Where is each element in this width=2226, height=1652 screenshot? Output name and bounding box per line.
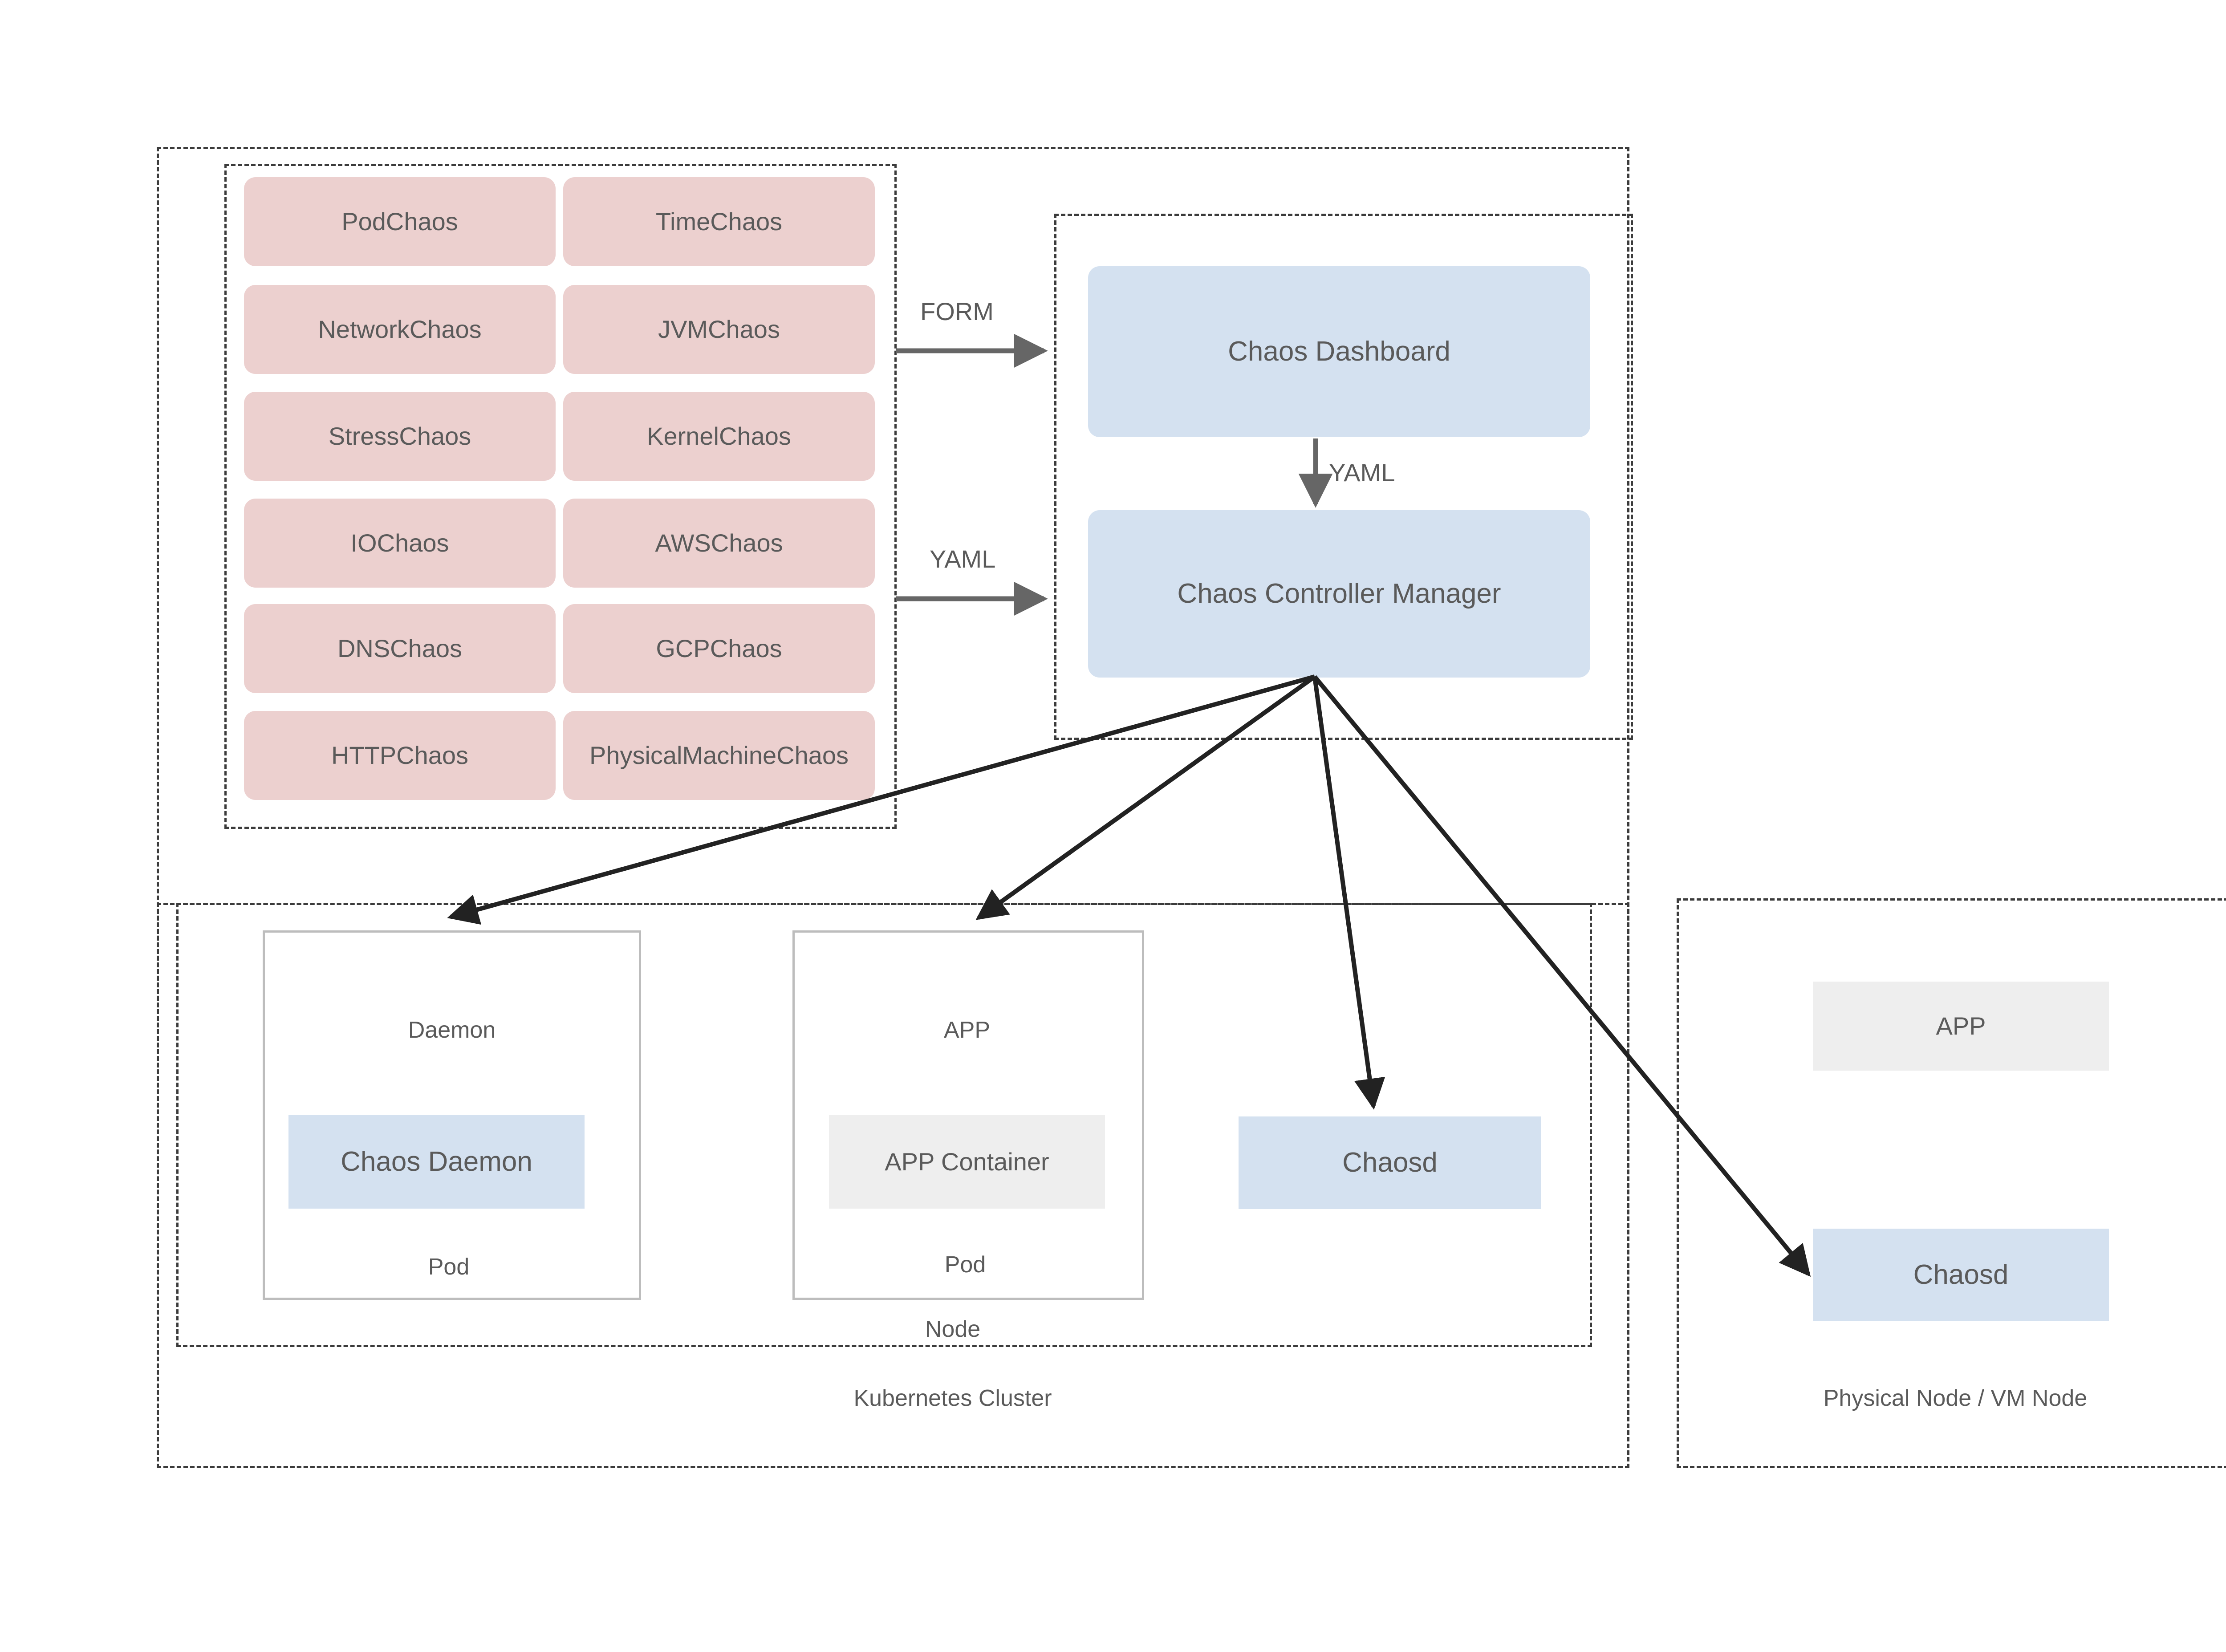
app-pod-bottom-label: Pod — [944, 1252, 986, 1278]
physical-node-chaosd-box[interactable]: Chaosd — [1813, 1229, 2109, 1321]
daemon-pod-bottom-label: Pod — [428, 1254, 470, 1280]
form-flow-label: FORM — [920, 297, 994, 325]
app-container-box[interactable]: APP Container — [829, 1115, 1105, 1209]
daemon-pod-top-label: Daemon — [408, 1017, 496, 1043]
physical-node-label: Physical Node / VM Node — [1823, 1385, 2088, 1411]
chaosd-cluster-box[interactable]: Chaosd — [1239, 1116, 1541, 1209]
app-pod-top-label: APP — [943, 1017, 991, 1043]
chaos-type-podchaos[interactable]: PodChaos — [244, 177, 556, 266]
chaos-type-physicalmachinechaos[interactable]: PhysicalMachineChaos — [563, 711, 875, 800]
chaos-type-dnschaos[interactable]: DNSChaos — [244, 604, 556, 693]
chaos-daemon-box[interactable]: Chaos Daemon — [288, 1115, 585, 1209]
yaml-dashboard-to-controller-label: YAML — [1329, 459, 1395, 487]
chaos-type-timechaos[interactable]: TimeChaos — [563, 177, 875, 266]
chaos-type-stresschaos[interactable]: StressChaos — [244, 392, 556, 481]
chaos-dashboard-box[interactable]: Chaos Dashboard — [1088, 266, 1590, 437]
yaml-input-flow-label: YAML — [930, 545, 996, 573]
chaos-type-iochaos[interactable]: IOChaos — [244, 499, 556, 588]
chaos-type-jvmchaos[interactable]: JVMChaos — [563, 285, 875, 374]
physical-node-app-box[interactable]: APP — [1813, 982, 2109, 1071]
chaos-controller-manager-box[interactable]: Chaos Controller Manager — [1088, 510, 1590, 678]
chaos-type-awschaos[interactable]: AWSChaos — [563, 499, 875, 588]
chaos-type-gcpchaos[interactable]: GCPChaos — [563, 604, 875, 693]
kubernetes-cluster-label: Kubernetes Cluster — [853, 1385, 1052, 1411]
node-label: Node — [925, 1316, 981, 1342]
chaos-type-httpchaos[interactable]: HTTPChaos — [244, 711, 556, 800]
chaos-type-networkchaos[interactable]: NetworkChaos — [244, 285, 556, 374]
chaos-type-kernelchaos[interactable]: KernelChaos — [563, 392, 875, 481]
